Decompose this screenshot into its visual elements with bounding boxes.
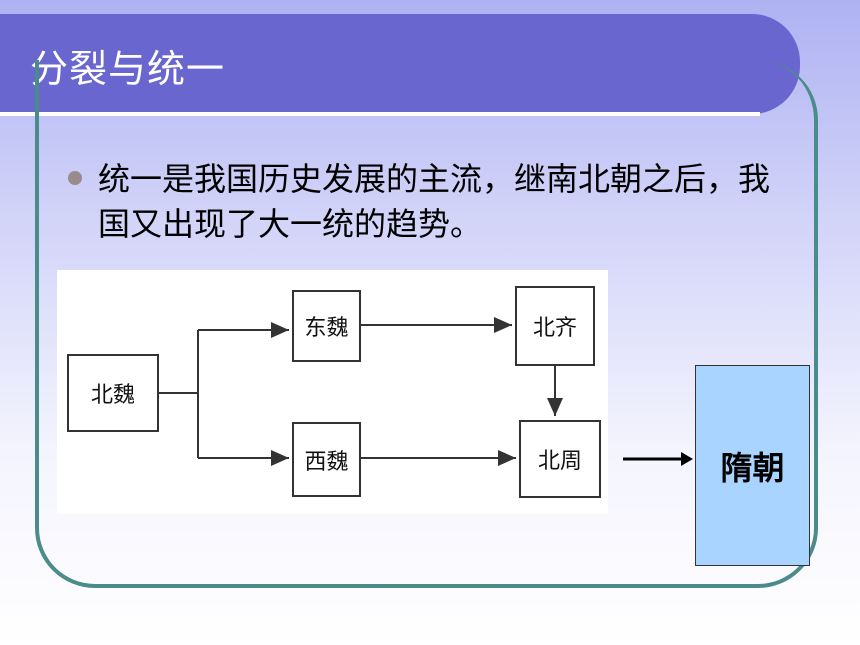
dynasty-diagram: 北魏 东魏 西魏 北齐 北周 — [57, 270, 608, 514]
node-xiwei: 西魏 — [292, 422, 361, 497]
arrow-to-sui-icon — [623, 452, 693, 466]
node-dongwei: 东魏 — [292, 290, 361, 362]
bullet-dot-icon — [68, 171, 82, 185]
bullet-text: 统一是我国历史发展的主流，继南北朝之后，我国又出现了大一统的趋势。 — [98, 160, 771, 243]
node-beiqi: 北齐 — [515, 286, 595, 366]
node-beizhou: 北周 — [519, 420, 601, 498]
title-bar — [0, 14, 800, 114]
node-suichao: 隋朝 — [695, 365, 810, 566]
node-beiwei: 北魏 — [67, 354, 159, 432]
diagram-connectors — [159, 317, 563, 466]
content-frame — [35, 60, 818, 588]
title-underline — [0, 112, 760, 116]
